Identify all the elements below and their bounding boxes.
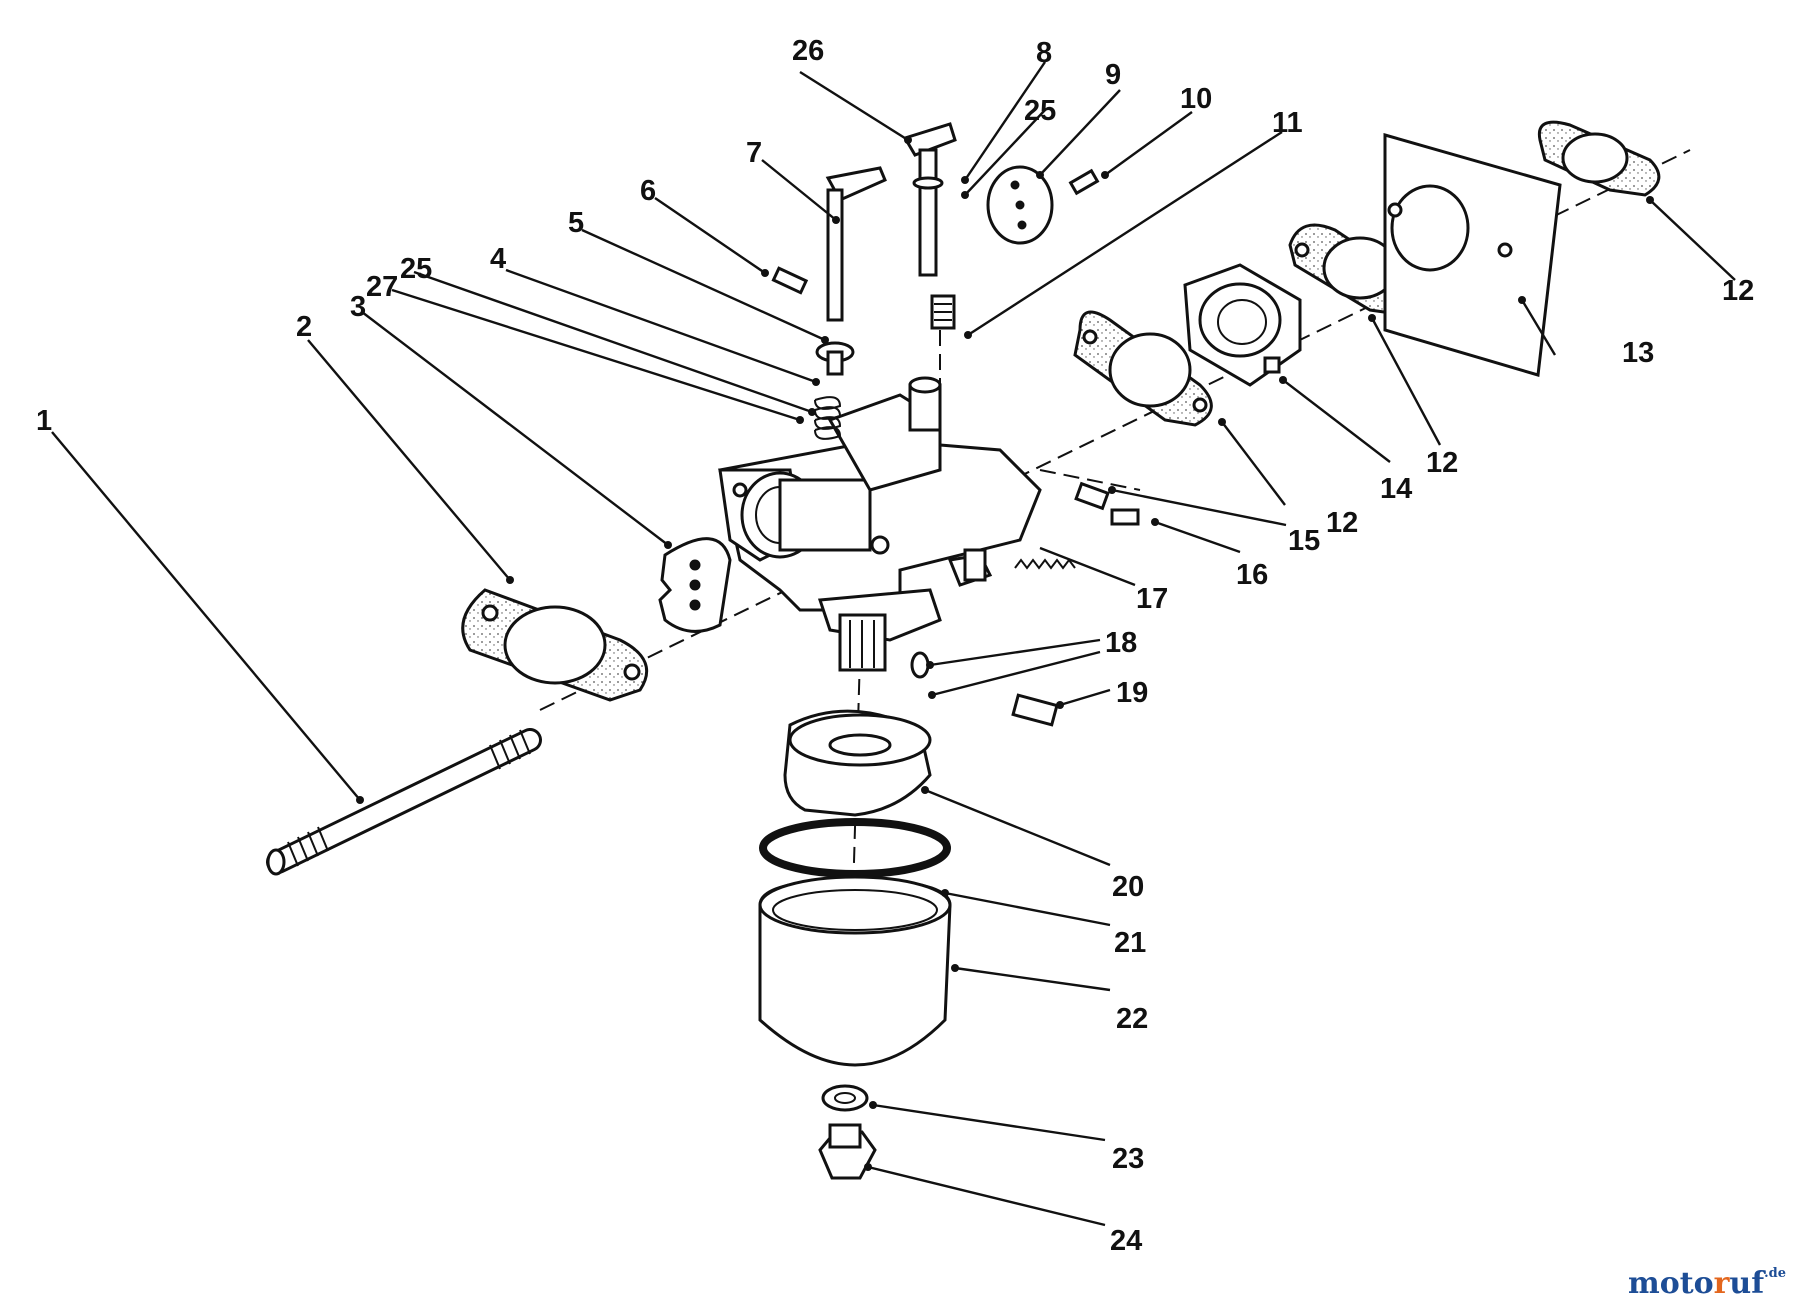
callout-7: 7 — [746, 137, 762, 169]
callout-5: 5 — [568, 207, 584, 239]
callout-1: 1 — [36, 405, 52, 437]
part-14-spacer — [1183, 263, 1302, 387]
watermark-text-post: uf — [1729, 1266, 1765, 1301]
part-19-screw — [1011, 693, 1059, 727]
callout-24: 24 — [1110, 1225, 1142, 1257]
part-1-stud — [266, 728, 542, 876]
callout-10: 10 — [1180, 83, 1212, 115]
callout-27: 27 — [366, 271, 398, 303]
part-12-gasket-front — [1073, 310, 1213, 427]
part-16-washer — [1110, 508, 1140, 526]
callout-19: 19 — [1116, 677, 1148, 709]
callout-16: 16 — [1236, 559, 1268, 591]
callout-25-top: 25 — [1024, 95, 1056, 127]
callout-18: 18 — [1105, 627, 1137, 659]
callout-9: 9 — [1105, 59, 1121, 91]
part-9-choke-plate — [986, 165, 1054, 245]
part-3-throttle-plate — [658, 537, 732, 633]
part-15-screw — [1074, 481, 1110, 511]
part-22-float-bowl — [758, 875, 952, 1067]
part-11-needle — [930, 294, 956, 330]
watermark-text-pre: moto — [1627, 1266, 1714, 1301]
callout-13: 13 — [1622, 337, 1654, 369]
callout-20: 20 — [1112, 871, 1144, 903]
leader-dots — [356, 136, 1654, 1171]
callout-14: 14 — [1380, 473, 1412, 505]
part-12-gasket-back — [1537, 120, 1661, 197]
callout-2: 2 — [296, 311, 312, 343]
callout-12-back: 12 — [1722, 275, 1754, 307]
part-23-washer — [821, 1084, 869, 1112]
part-6-screw — [771, 266, 809, 295]
callout-22: 22 — [1116, 1003, 1148, 1035]
callout-15: 15 — [1288, 525, 1320, 557]
callout-8: 8 — [1036, 37, 1052, 69]
watermark-text-accent: r — [1713, 1266, 1730, 1301]
part-20-float — [783, 709, 932, 817]
part-13-plate — [1383, 133, 1562, 377]
part-10-screw — [1068, 168, 1100, 196]
callout-3: 3 — [350, 291, 366, 323]
leader-lines — [51, 61, 1736, 1227]
callout-17: 17 — [1136, 583, 1168, 615]
part-21-o-ring — [759, 818, 951, 878]
callout-4: 4 — [490, 243, 506, 275]
part-5-cap — [815, 341, 855, 376]
callout-12-middle: 12 — [1426, 447, 1458, 479]
callout-labels: 1 2 3 4 5 6 7 8 9 10 11 12 12 12 13 14 1… — [36, 35, 1754, 1257]
watermark-logo: motoruf.de — [1628, 1266, 1786, 1301]
callout-12-front: 12 — [1326, 507, 1358, 539]
part-24-nut — [818, 1123, 877, 1180]
callout-21: 21 — [1114, 927, 1146, 959]
callout-6: 6 — [640, 175, 656, 207]
callout-25-left: 25 — [400, 253, 432, 285]
callout-23: 23 — [1112, 1143, 1144, 1175]
part-2-gasket — [461, 588, 649, 702]
part-8-choke-shaft — [902, 122, 957, 277]
callout-26: 26 — [792, 35, 824, 67]
part-7-throttle-shaft — [825, 166, 887, 322]
part-18-washer — [910, 651, 930, 679]
carburetor-body — [718, 376, 1042, 672]
watermark-text-tld: .de — [1764, 1266, 1786, 1281]
callout-11: 11 — [1272, 107, 1303, 139]
part-17-spring — [1014, 558, 1076, 570]
